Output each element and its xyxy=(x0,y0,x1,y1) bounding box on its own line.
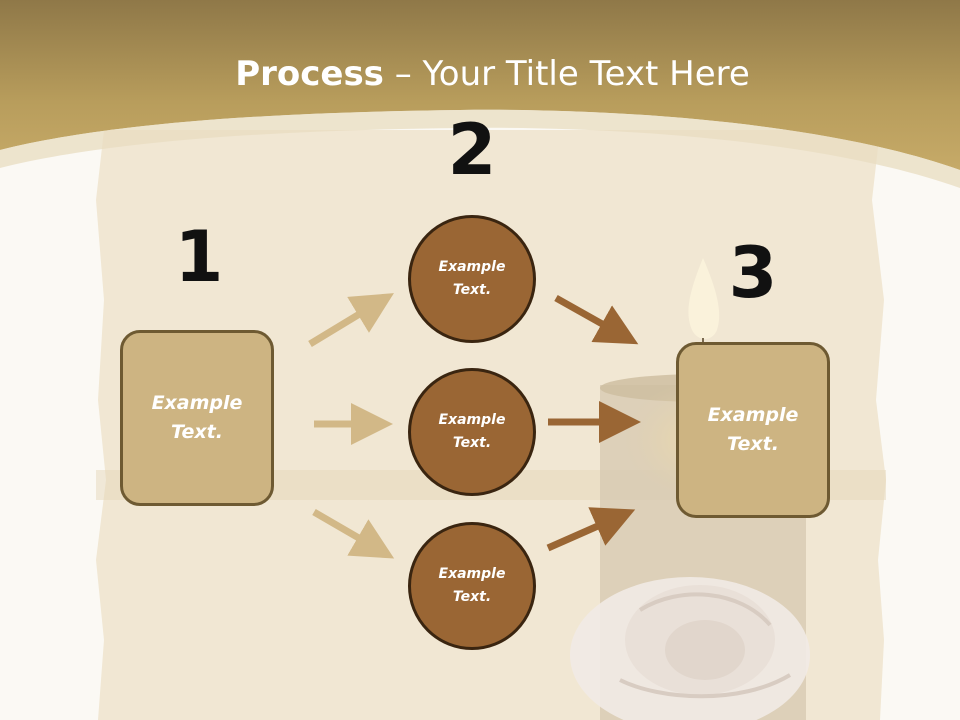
step-number-1: 1 xyxy=(174,216,224,298)
step-number-2: 2 xyxy=(447,109,497,191)
header-band xyxy=(0,0,960,170)
arrow-top-to-step3 xyxy=(554,294,639,345)
title-rest: – Your Title Text Here xyxy=(383,54,750,94)
arrow-to-bottom-circle xyxy=(312,508,395,559)
circle-text: Example Text. xyxy=(438,259,506,298)
circle-text: Example Text. xyxy=(438,566,506,605)
step-number-3: 3 xyxy=(728,232,778,314)
arrow-bottom-to-step3 xyxy=(546,507,636,552)
step3-box-text: Example Text. xyxy=(707,404,799,455)
title-bold: Process xyxy=(235,54,384,94)
rose xyxy=(570,577,810,720)
step1-box[interactable]: Example Text. xyxy=(120,330,274,506)
step2-circle-middle[interactable]: Example Text. xyxy=(408,368,536,496)
step3-box[interactable]: Example Text. xyxy=(676,342,830,518)
step1-box-text: Example Text. xyxy=(151,392,243,443)
circle-text: Example Text. xyxy=(438,412,506,451)
candle-flame xyxy=(688,258,720,339)
step2-circle-bottom[interactable]: Example Text. xyxy=(408,522,536,650)
slide-title: Process – Your Title Text Here xyxy=(0,52,960,96)
arrow-to-top-circle xyxy=(308,293,394,347)
step2-circle-top[interactable]: Example Text. xyxy=(408,215,536,343)
